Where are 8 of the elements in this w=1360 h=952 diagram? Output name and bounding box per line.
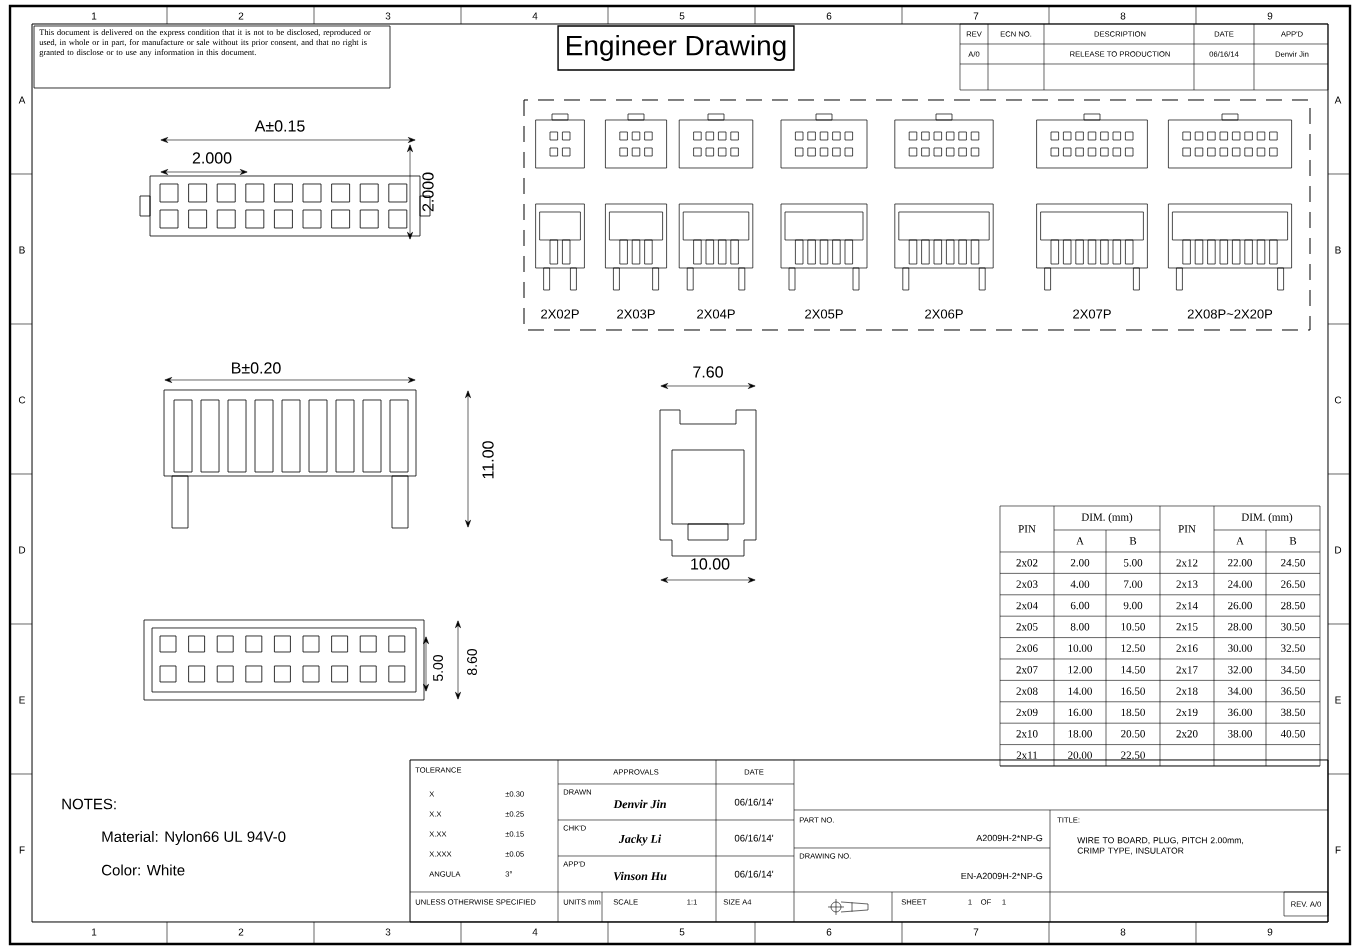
dimension-label: B±0.20 (232, 362, 281, 374)
title-box: Engineer Drawing (557, 25, 795, 71)
dimension-label: 10.00 (691, 558, 730, 570)
dimension-label: 11.00 (482, 441, 494, 479)
dimension-label: 7.60 (693, 366, 723, 378)
dimension-label: 2.000 (422, 172, 434, 212)
dimension-label: A±0.15 (254, 120, 305, 132)
dimension-label: 2.000 (192, 152, 232, 164)
